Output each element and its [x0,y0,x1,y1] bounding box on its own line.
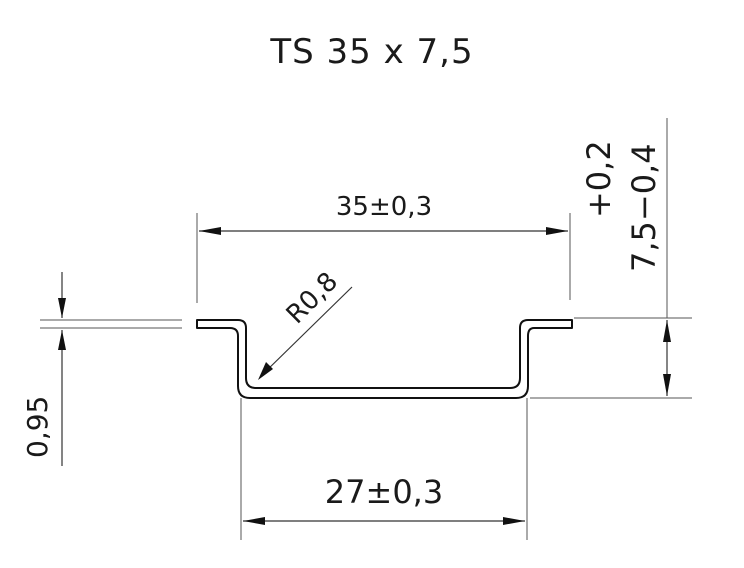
radius-arrow [258,362,273,380]
rail-profile [196,319,573,399]
dimension-width-top: 35±0,3 [336,192,432,222]
arrow-bottom-right [503,517,525,525]
arrow-height-up [663,320,671,342]
arrow-bottom-left [243,517,265,525]
radius-leader [261,286,353,376]
dimension-radius: R0,8 [281,267,344,330]
dimension-height-tolerance: +0,2 [580,140,618,218]
dimension-width-bottom: 27±0,3 [325,473,443,511]
arrow-height-down [663,374,671,396]
drawing-title: TS 35 x 7,5 [269,32,473,72]
arrow-thickness-up [58,330,66,350]
dimension-thickness: 0,95 [21,396,54,458]
arrow-thickness-down [58,298,66,318]
dimension-height-main: 7,5−0,4 [625,143,663,272]
arrow-top-right [546,227,568,235]
arrow-top-left [199,227,221,235]
